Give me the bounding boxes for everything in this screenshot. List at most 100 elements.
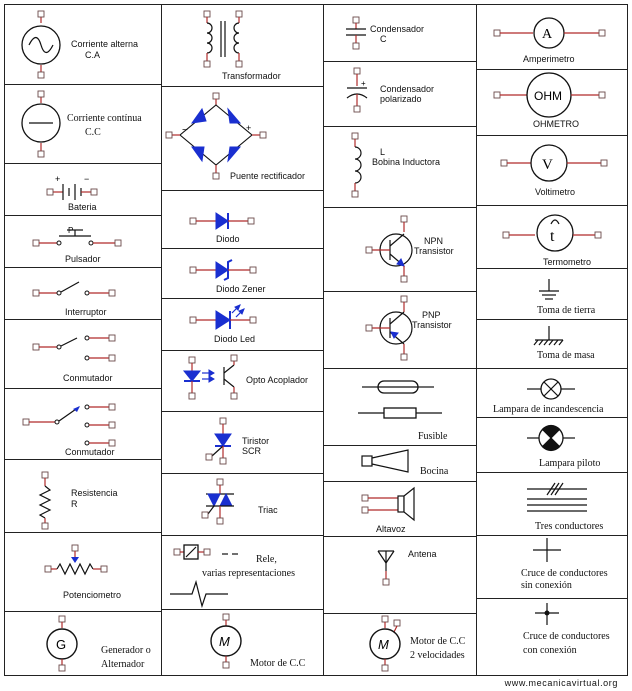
opto-label: Opto Acoplador [246,375,309,385]
svg-text:−: − [182,125,188,136]
generator-label-1: Generador o [101,645,151,656]
npn-label-1: NPN [424,236,444,246]
crossing-yes-label-1: Cruce de conductores [523,631,610,642]
earth-label: Toma de tierra [537,305,596,316]
changeover-switch-icon [32,334,116,362]
battery-label: Bateria [68,202,97,212]
cell-diodo: Diodo [161,190,324,249]
motor2v-mark: M [378,637,389,652]
ohmmeter-icon: OHM [493,72,606,118]
ohmmeter-label: OHMETRO [533,119,579,129]
voltmeter-mark: V [542,157,553,173]
npn-label-2: Transistor [414,246,454,256]
cell-bocina: Bocina [323,445,477,482]
cell-voltimetro: V Voltimetro [476,135,628,206]
switch-icon [32,281,116,297]
cell-corriente-alterna: Corriente alterna C.A [4,4,162,85]
cell-masa: Toma de masa [476,319,628,369]
pilot-label: Lampara piloto [539,458,601,469]
speaker-label: Altavoz [376,524,406,534]
horn-label: Bocina [420,466,449,477]
inductor-label-2: Bobina Inductora [372,157,441,167]
cell-conmutador-1: Conmutador [4,319,162,389]
antenna-label: Antena [408,549,437,559]
cell-bateria: + − Bateria [4,163,162,216]
cell-motor-2v: M Motor de C.C 2 velocidades [323,613,477,676]
ammeter-label: Amperimetro [523,54,575,64]
cell-piloto: Lampara piloto [476,417,628,473]
cell-tierra: Toma de tierra [476,268,628,320]
thermometer-icon: t [502,214,602,252]
svg-text:+: + [55,174,60,184]
three-conductors-label: Tres conductores [535,521,604,532]
earth-ground-icon [539,279,559,300]
pol-capacitor-label-1: Condensador [380,84,435,94]
pilot-lamp-icon [527,424,575,452]
pnp-label-1: PNP [422,310,441,320]
transformer-label: Transformador [222,71,281,81]
diode-icon [189,212,255,230]
thyristor-label-1: Tiristor [242,436,270,446]
cell-pnp: PNP Transistor [323,291,477,369]
cell-led: Diodo Led [161,298,324,351]
dc-motor-label: Motor de C.C [250,658,306,669]
ammeter-icon: A [493,17,606,49]
capacitor-label-1: Condensador [370,24,425,34]
cell-generador: G Generador o Alternador [4,611,162,676]
cell-motor-cc: M Motor de C.C [161,609,324,676]
resistor-label-2: R [71,499,78,509]
two-speed-motor-icon: M [369,615,401,672]
triac-label: Triac [258,505,278,515]
cell-puente: − + Puente rectificador [161,86,324,191]
dc-source-icon [21,90,61,158]
cell-triac: Triac [161,473,324,536]
ohmmeter-mark: OHM [534,89,562,103]
cell-transformador: Transformador [161,4,324,87]
horn-icon [361,449,409,473]
cell-incandescencia: Lampara de incandescencia [476,368,628,418]
bridge-rectifier-icon: − + [165,92,267,180]
multi-way-switch-icon [22,403,116,447]
voltmeter-label: Voltimetro [535,187,576,197]
svg-text:t: t [550,228,555,245]
cell-corriente-continua: Corriente contínua C.C [4,84,162,164]
svg-text:−: − [84,174,89,184]
generator-icon: G [46,615,78,672]
ac-source-icon [21,10,61,79]
transformer-icon [203,10,243,68]
cell-tres: Tres conductores [476,472,628,536]
inductor-label-1: L [380,147,386,157]
cell-fusible: Fusible [323,368,477,446]
zener-label: Diodo Zener [216,284,266,294]
relay-label-1: Rele, [256,554,277,565]
site-footer: www.mecanicavirtual.org [504,678,618,688]
motor-mark: M [219,634,230,649]
diode-label: Diodo [216,234,240,244]
cell-resistencia: Resistencia R [4,459,162,533]
svg-text:+: + [361,79,366,88]
dc-label-2: C.C [85,127,101,138]
relay-icon [170,544,238,609]
cell-condensador: Condensador C [323,4,477,62]
chassis-label: Toma de masa [537,350,595,361]
chassis-ground-icon [533,326,564,346]
antenna-icon [377,550,395,586]
cell-cruce-con: Cruce de conductores con conexión [476,598,628,676]
switch-label: Interruptor [65,307,107,317]
cell-amperimetro: A Amperimetro [476,4,628,70]
speaker-icon [361,486,415,522]
crossing-no-label-1: Cruce de conductores [521,568,608,579]
zener-diode-icon [189,259,257,281]
cell-potenciometro: Potenciometro [4,532,162,612]
fuse-label: Fusible [418,431,448,442]
crossing-no-connection-icon [533,538,561,562]
cell-cruce-sin: Cruce de conductores sin conexión [476,535,628,599]
ac-label-2: C.A [85,50,101,60]
optocoupler-icon [182,354,238,400]
cell-altavoz: Altavoz [323,481,477,537]
led-label: Diodo Led [214,334,256,344]
cell-condensador-pol: + Condensador polarizado [323,61,477,127]
thermometer-label: Termometro [543,257,592,267]
potentiometer-icon [44,544,108,576]
